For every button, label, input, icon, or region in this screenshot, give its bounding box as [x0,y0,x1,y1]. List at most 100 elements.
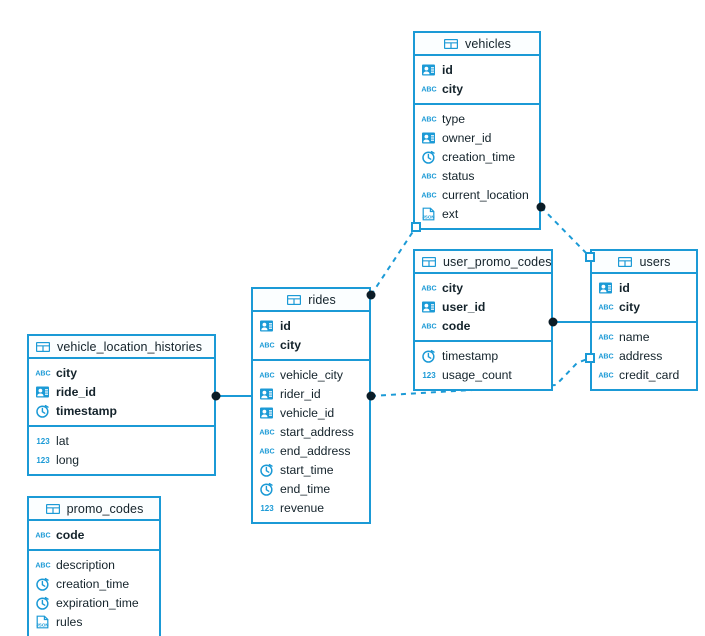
entity-header-user_promo_codes[interactable]: user_promo_codes [415,251,552,274]
svg-text:JSON: JSON [422,214,435,219]
key-field-vehicle_location_histories-ride_id[interactable]: ride_id [29,382,214,401]
field-label: description [56,557,115,572]
key-field-users-id[interactable]: id [592,278,696,297]
table-icon [422,256,436,267]
clock-icon [422,349,435,363]
field-rides-start_time[interactable]: start_time [253,460,369,479]
key-field-vehicle_location_histories-timestamp[interactable]: timestamp [29,401,214,420]
field-label: long [56,452,80,467]
entity-header-vehicles[interactable]: vehicles [415,33,539,56]
field-vehicles-creation_time[interactable]: creation_time [415,147,539,166]
key-badge-icon [36,386,49,397]
field-users-address[interactable]: ABC address [592,346,696,365]
table-icon [444,38,459,49]
abc-icon: ABC [35,561,50,569]
key-field-vehicles-id[interactable]: id [415,60,539,79]
field-label: address [619,348,663,363]
field-promo_codes-creation_time[interactable]: creation_time [29,574,159,593]
svg-text:123: 123 [260,504,274,513]
field-label: rider_id [280,386,321,401]
123-icon: 123 [260,504,274,513]
field-label: credit_card [619,367,680,382]
key-badge-icon [422,132,435,143]
entity-header-vehicle_location_histories[interactable]: vehicle_location_histories [29,336,214,359]
clock-icon [36,577,49,591]
field-label: city [442,81,464,96]
field-vehicle_location_histories-long[interactable]: 123 long [29,450,214,469]
field-vehicles-status[interactable]: ABC status [415,166,539,185]
field-label: usage_count [442,367,512,382]
relationship-source-many-marker-vehicles-users [536,202,546,212]
field-label: lat [56,433,69,448]
svg-text:ABC: ABC [598,352,613,360]
field-vehicles-owner_id[interactable]: owner_id [415,128,539,147]
field-label: timestamp [442,348,499,363]
123-icon: 123 [36,456,50,465]
relationship-source-many-marker-upc-users [548,317,558,327]
field-promo_codes-expiration_time[interactable]: expiration_time [29,593,159,612]
field-promo_codes-description[interactable]: ABC description [29,555,159,574]
field-label: expiration_time [56,595,139,610]
field-label: creation_time [56,576,130,591]
relationship-target-one-marker-rides-users [585,353,595,363]
relationship-source-many-marker-rides-users [366,391,376,401]
abc-icon: ABC [35,369,50,377]
svg-text:123: 123 [36,437,50,446]
abc-icon: ABC [598,371,613,379]
entity-header-promo_codes[interactable]: promo_codes [29,498,159,521]
field-rides-end_time[interactable]: end_time [253,479,369,498]
entity-header-rides[interactable]: rides [253,289,369,312]
entity-title: vehicle_location_histories [57,339,203,354]
field-label: vehicle_id [280,405,335,420]
field-label: type [442,111,466,126]
field-rides-vehicle_id[interactable]: vehicle_id [253,403,369,422]
123-icon: 123 [36,437,50,446]
key-field-vehicle_location_histories-city[interactable]: ABC city [29,363,214,382]
field-label: city [56,365,78,380]
key-field-user_promo_codes-user_id[interactable]: user_id [415,297,551,316]
field-label: vehicle_city [280,367,343,382]
svg-text:ABC: ABC [421,172,436,180]
field-vehicle_location_histories-lat[interactable]: 123 lat [29,431,214,450]
svg-text:ABC: ABC [259,447,274,455]
entity-header-users[interactable]: users [592,251,696,274]
clock-icon [260,463,273,477]
field-rides-rider_id[interactable]: rider_id [253,384,369,403]
field-user_promo_codes-timestamp[interactable]: timestamp [415,346,551,365]
key-field-rides-id[interactable]: id [253,316,369,335]
svg-text:ABC: ABC [35,369,50,377]
entity-title: rides [308,292,336,307]
abc-icon: ABC [421,322,436,330]
field-label: timestamp [56,403,117,418]
clock-icon [260,482,273,496]
field-label: status [442,168,475,183]
field-users-credit_card[interactable]: ABC credit_card [592,365,696,384]
relationship-line-rides-vehicles[interactable] [370,226,417,296]
